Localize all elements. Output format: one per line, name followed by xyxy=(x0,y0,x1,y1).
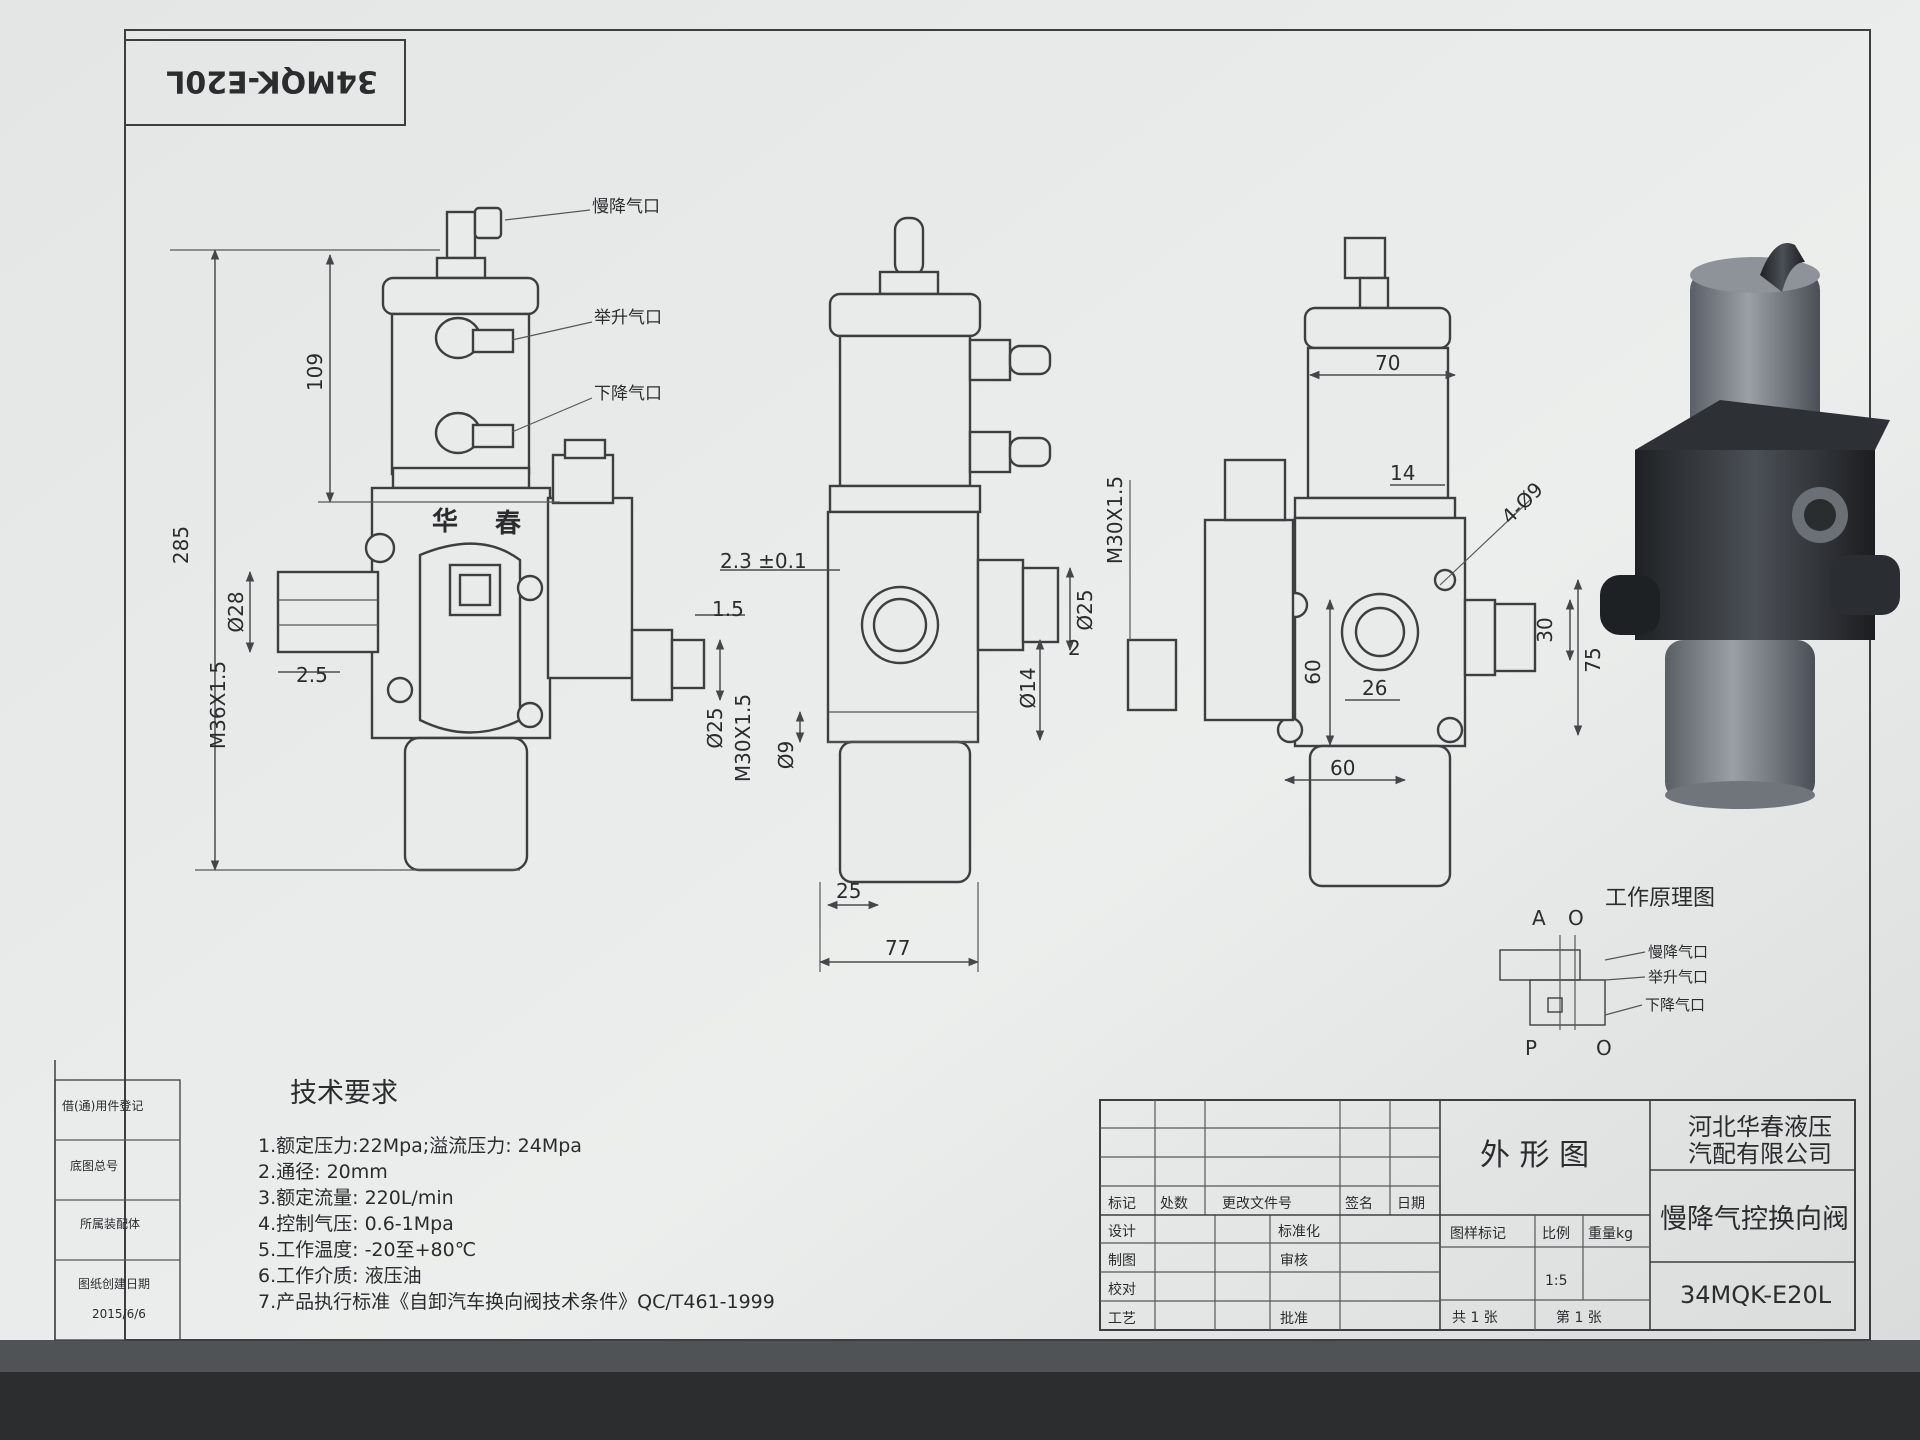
tech-item-4: 4.控制气压: 0.6-1Mpa xyxy=(258,1213,454,1235)
dim-60-horiz: 60 xyxy=(1330,756,1355,780)
hdr-change-doc: 更改文件号 xyxy=(1222,1196,1292,1212)
label-lower-air: 下降气口 xyxy=(594,384,662,404)
view-left: 华 春 285 109 Ø28 2.5 M36X1.5 1.5 Ø25 M30X… xyxy=(169,196,755,872)
lower-tube xyxy=(403,736,529,872)
iso-render xyxy=(1600,243,1900,809)
tech-item-3: 3.额定流量: 220L/min xyxy=(258,1187,454,1209)
drawing-type: 外 形 图 xyxy=(1480,1138,1589,1173)
port-o-top: O xyxy=(1568,906,1584,930)
dim-30: 30 xyxy=(1533,617,1557,642)
dim-25-mid: 25 xyxy=(836,879,861,903)
cell-scale-value: 1:5 xyxy=(1545,1273,1568,1289)
mid-standard: 标准化 xyxy=(1278,1224,1320,1240)
port-a: A xyxy=(1532,906,1546,930)
dim-d25-mid: Ø25 xyxy=(1073,589,1097,630)
side-label-3: 所属装配体 xyxy=(80,1217,140,1231)
top-nipple xyxy=(893,216,925,278)
row-process: 工艺 xyxy=(1108,1311,1136,1327)
schematic-label-lower: 下降气口 xyxy=(1645,996,1705,1014)
dim-70: 70 xyxy=(1375,351,1400,375)
side-date: 2015/6/6 xyxy=(92,1307,146,1321)
row-check: 校对 xyxy=(1108,1281,1136,1298)
hdr-date: 日期 xyxy=(1397,1196,1425,1212)
label-lift-air: 举升气口 xyxy=(594,308,662,328)
mid-review: 审核 xyxy=(1280,1253,1308,1269)
dim-d25-left: Ø25 xyxy=(703,707,727,748)
dim-109: 109 xyxy=(303,353,327,391)
dim-m30-right: M30X1.5 xyxy=(1103,476,1127,564)
tech-item-7: 7.产品执行标准《自卸汽车换向阀技术条件》QC/T461-1999 xyxy=(258,1291,775,1313)
dim-d14: Ø14 xyxy=(1016,667,1040,708)
side-label-1: 借(通)用件登记 xyxy=(62,1098,143,1113)
row-design: 设计 xyxy=(1108,1224,1136,1240)
side-block xyxy=(546,496,634,680)
dim-2-mid: 2 xyxy=(1068,636,1081,660)
top-fitting xyxy=(445,210,477,260)
port-p: P xyxy=(1525,1036,1537,1060)
hdr-count: 处数 xyxy=(1160,1196,1188,1212)
dim-m30-left: M30X1.5 xyxy=(731,694,755,782)
label-slow-down-air: 慢降气口 xyxy=(592,196,660,217)
side-label-4: 图纸创建日期 xyxy=(78,1277,150,1291)
title-block: 标记 处数 更改文件号 签名 日期 设计 制图 校对 工艺 标准化 审核 批准 … xyxy=(1099,1099,1856,1331)
tech-item-6: 6.工作介质: 液压油 xyxy=(258,1265,422,1287)
brand-char-1: 华 xyxy=(432,506,458,537)
port-o-bottom: O xyxy=(1596,1036,1612,1060)
cell-drawing-mark: 图样标记 xyxy=(1450,1226,1506,1242)
tech-item-1: 1.额定压力:22Mpa;溢流压力: 24Mpa xyxy=(258,1135,582,1157)
dim-77: 77 xyxy=(885,936,910,960)
company-line-2: 汽配有限公司 xyxy=(1688,1140,1832,1168)
model-number: 34MQK-E20L xyxy=(1680,1281,1832,1309)
tech-requirements: 技术要求 1.额定压力:22Mpa;溢流压力: 24Mpa 2.通径: 20mm… xyxy=(258,1078,775,1313)
tech-item-2: 2.通径: 20mm xyxy=(258,1161,388,1183)
tech-item-5: 5.工作温度: -20至+80℃ xyxy=(258,1239,476,1261)
dim-60-vert: 60 xyxy=(1301,659,1325,684)
drawing-frame xyxy=(124,29,1871,1341)
dim-26: 26 xyxy=(1362,676,1387,700)
left-port xyxy=(276,570,380,654)
schematic-title: 工作原理图 xyxy=(1605,886,1715,911)
company-line-1: 河北华春液压 xyxy=(1688,1113,1832,1141)
hdr-mark: 标记 xyxy=(1108,1196,1136,1212)
cell-scale-label: 比例 xyxy=(1542,1226,1570,1242)
cell-total-sheets: 共 1 张 xyxy=(1452,1310,1498,1326)
product-name: 慢降气控换向阀 xyxy=(1660,1204,1849,1235)
dim-2-5: 2.5 xyxy=(296,663,328,687)
side-label-2: 底图总号 xyxy=(70,1158,118,1173)
dim-d28: Ø28 xyxy=(224,591,248,632)
tech-heading: 技术要求 xyxy=(290,1078,398,1109)
dim-285: 285 xyxy=(169,526,193,564)
dim-m36: M36X1.5 xyxy=(206,661,230,749)
dim-d9: Ø9 xyxy=(774,741,798,769)
view-middle: 2.3 ±0.1 Ø25 2 Ø14 Ø9 25 77 xyxy=(720,216,1097,972)
mid-approve: 批准 xyxy=(1280,1311,1308,1327)
upside-title: 34MQK-E20L xyxy=(166,64,378,99)
dim-14: 14 xyxy=(1390,461,1415,485)
schematic: 工作原理图 A O 慢降气口 举升气口 下降气口 P O xyxy=(1499,886,1715,1060)
mid-cylinder xyxy=(838,334,972,488)
dim-1-5: 1.5 xyxy=(712,597,744,621)
brand-char-2: 春 xyxy=(495,509,521,539)
upside-title-box: 34MQK-E20L xyxy=(124,39,406,126)
side-strip: 借(通)用件登记 底图总号 所属装配体 图纸创建日期 2015/6/6 xyxy=(54,1079,181,1341)
valve-cap xyxy=(381,276,540,316)
schematic-label-lift: 举升气口 xyxy=(1648,968,1708,986)
dim-75: 75 xyxy=(1581,647,1605,672)
cell-sheet-no: 第 1 张 xyxy=(1556,1309,1602,1326)
dim-2-3: 2.3 ±0.1 xyxy=(720,549,807,573)
cell-weight-label: 重量kg xyxy=(1588,1226,1633,1242)
schematic-label-slow: 慢降气口 xyxy=(1648,943,1708,961)
view-right: 70 M30X1.5 14 4-Ø9 30 75 60 26 60 xyxy=(1103,236,1605,888)
row-draw: 制图 xyxy=(1108,1253,1136,1269)
hdr-sign: 签名 xyxy=(1345,1195,1373,1212)
